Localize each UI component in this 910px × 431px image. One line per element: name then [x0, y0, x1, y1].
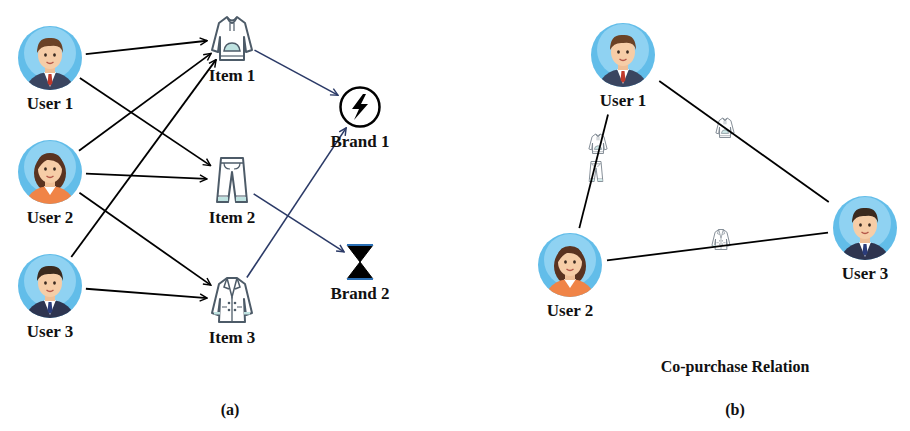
node-icon [537, 232, 603, 298]
user-avatar-node: User 3 [832, 195, 898, 284]
node-label: Item 1 [209, 66, 256, 86]
user-avatar-node: User 1 [590, 22, 656, 111]
node-label: User 3 [27, 322, 73, 342]
co-purchase-link [607, 233, 828, 261]
node-icon [345, 243, 375, 281]
relation-arrow [71, 60, 216, 257]
user-avatar-node: User 2 [17, 139, 83, 228]
item-icon-node: Item 2 [209, 155, 256, 228]
item-icon-node: Item 3 [209, 275, 256, 348]
panel-label: (b) [725, 401, 745, 419]
node-label: Item 2 [209, 208, 256, 228]
co-purchase-link [579, 114, 608, 228]
node-icon [210, 13, 254, 63]
brand-icon-node: Brand 1 [330, 85, 389, 152]
node-icon [210, 155, 254, 205]
node-icon [210, 275, 254, 325]
relation-arrow [86, 174, 207, 179]
co-purchase-link [659, 81, 828, 202]
node-label: User 2 [27, 208, 73, 228]
user-avatar-node: User 1 [17, 25, 83, 114]
relation-arrow [79, 53, 211, 150]
node-icon [832, 195, 898, 261]
relation-arrow [86, 289, 207, 298]
relation-arrow [80, 78, 211, 166]
node-icon [590, 22, 656, 88]
relation-arrow [254, 194, 344, 252]
node-icon [338, 85, 382, 129]
relation-arrow [86, 41, 207, 54]
relation-arrow [79, 193, 210, 285]
node-icon [17, 25, 83, 91]
panel-caption: Co-purchase Relation [661, 358, 810, 376]
node-label: Item 3 [209, 328, 256, 348]
node-label: User 1 [27, 94, 73, 114]
panel-label: (a) [221, 401, 240, 419]
user-avatar-node: User 3 [17, 253, 83, 342]
purchased-item-icons [589, 118, 734, 250]
relation-arrow [255, 50, 338, 95]
node-icon [17, 139, 83, 205]
brand-icon-node: Brand 2 [330, 243, 389, 304]
node-label: Brand 2 [330, 284, 389, 304]
node-label: User 3 [842, 264, 888, 284]
node-icon [17, 253, 83, 319]
node-label: User 2 [547, 301, 593, 321]
node-label: User 1 [600, 91, 646, 111]
node-label: Brand 1 [330, 132, 389, 152]
item-icon-node: Item 1 [209, 13, 256, 86]
user-avatar-node: User 2 [537, 232, 603, 321]
